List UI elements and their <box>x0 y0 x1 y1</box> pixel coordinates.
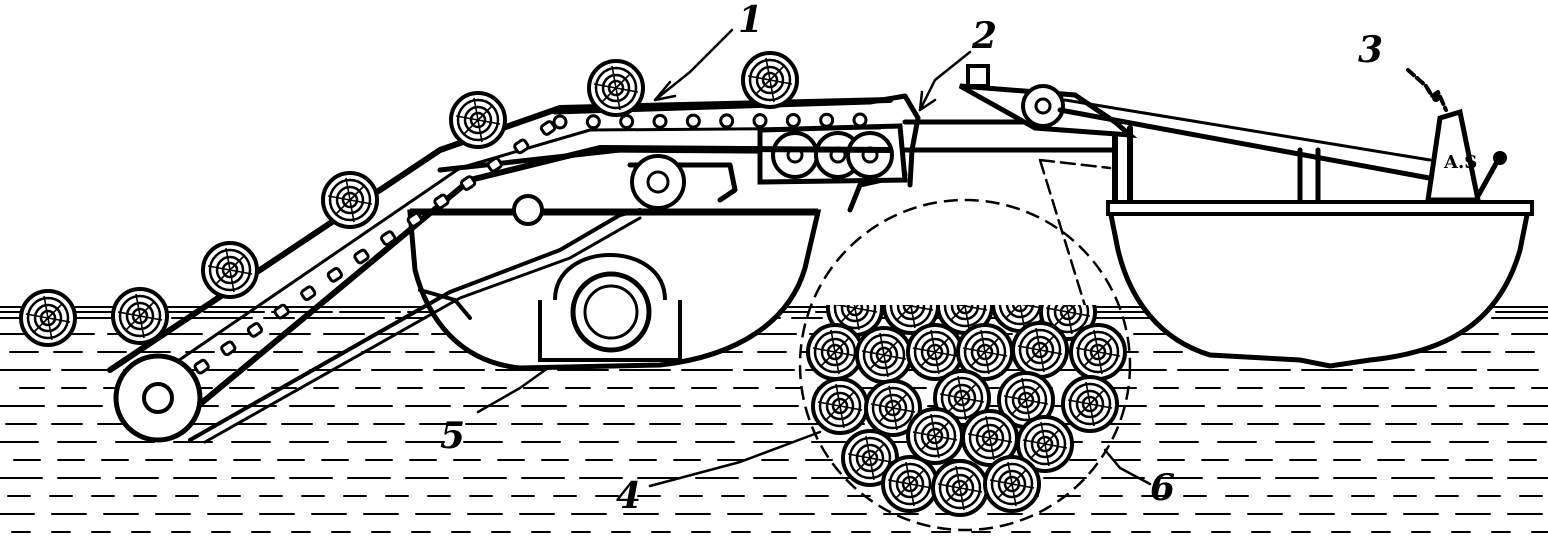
chain-link <box>513 138 530 155</box>
chain-link <box>552 114 568 130</box>
leader-lines <box>476 28 1152 488</box>
control-plate-text: A.S <box>1443 152 1477 173</box>
chain-link <box>193 358 210 375</box>
conveyor-boom <box>107 97 893 444</box>
chain-link <box>685 113 701 129</box>
callout-labels: 1 2 3 4 5 6 <box>440 0 1383 517</box>
label-6: 6 <box>1150 467 1175 509</box>
chain-link <box>752 113 768 129</box>
rear-pontoon <box>407 208 822 371</box>
label-2: 2 <box>971 15 997 57</box>
label-4: 4 <box>616 475 641 517</box>
chain-link <box>486 156 503 173</box>
chain-link <box>246 322 264 338</box>
tail-pulley <box>113 353 203 443</box>
discharge-chute <box>958 64 1448 203</box>
chain-link <box>326 267 343 283</box>
chain-link <box>619 114 635 130</box>
chain-link <box>406 211 423 228</box>
intermediate-pulley <box>630 154 686 210</box>
drive-block <box>757 123 908 185</box>
chain-link <box>353 248 370 265</box>
chain-link <box>785 112 801 128</box>
label-1: 1 <box>738 0 763 41</box>
label-5: 5 <box>440 415 465 457</box>
chain-link <box>652 113 668 129</box>
chain-link <box>852 112 868 128</box>
boom-bracket <box>418 194 544 320</box>
chain-link <box>220 340 237 357</box>
front-pontoon <box>1106 200 1534 369</box>
log-bundle <box>806 305 1127 517</box>
chain-link <box>585 114 601 130</box>
chain-link <box>380 230 397 246</box>
control-stand: A.S <box>1406 68 1507 203</box>
bundle-cradle-dashed <box>798 158 1132 532</box>
label-3: 3 <box>1358 29 1383 71</box>
chain-link <box>273 303 290 320</box>
chain-link <box>819 112 835 128</box>
chain-link <box>459 175 477 191</box>
chain-link <box>539 120 557 136</box>
chain-link <box>300 285 317 302</box>
chain-link <box>719 113 735 129</box>
chain-link <box>433 193 450 210</box>
